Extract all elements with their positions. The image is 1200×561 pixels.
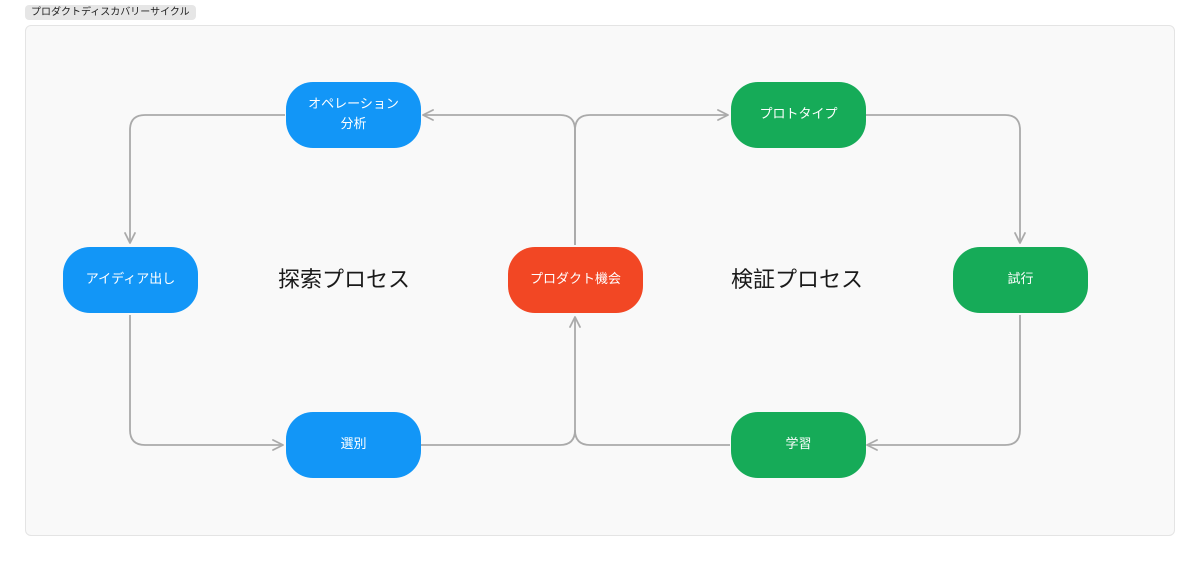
connector-opportunity-to-prototype [574,109,729,245]
node-trial[interactable]: 試行 [953,247,1088,313]
diagram-title-tag: プロダクトディスカバリーサイクル [25,5,196,20]
connector-idea-to-selection [129,315,284,451]
verify-process-label: 検証プロセス [731,268,864,293]
node-trial-label: 試行 [1007,272,1034,287]
node-idea-generation[interactable]: アイディア出し [63,247,198,313]
connector-opportunity-to-operation [422,109,576,245]
node-idea-generation-label: アイディア出し [85,272,176,287]
connector-trial-to-learning [866,315,1021,451]
connector-operation-to-idea [124,114,285,244]
connector-prototype-to-trial [866,114,1026,244]
node-prototype-label: プロトタイプ [759,107,838,122]
node-selection[interactable]: 選別 [286,412,421,478]
node-product-opportunity[interactable]: プロダクト機会 [508,247,643,313]
node-operation-analysis-line1: オペレーション [308,97,399,112]
node-prototype[interactable]: プロトタイプ [731,82,866,148]
node-learning-label: 学習 [785,437,812,452]
connector-selection-to-opportunity [421,316,581,446]
node-operation-analysis-line2: 分析 [340,117,367,132]
node-selection-label: 選別 [340,437,367,452]
connector-learning-to-opportunity [574,429,730,446]
node-learning[interactable]: 学習 [731,412,866,478]
node-operation-analysis[interactable]: オペレーション 分析 [286,82,421,148]
explore-process-label: 探索プロセス [278,268,411,293]
node-product-opportunity-label: プロダクト機会 [529,272,621,287]
